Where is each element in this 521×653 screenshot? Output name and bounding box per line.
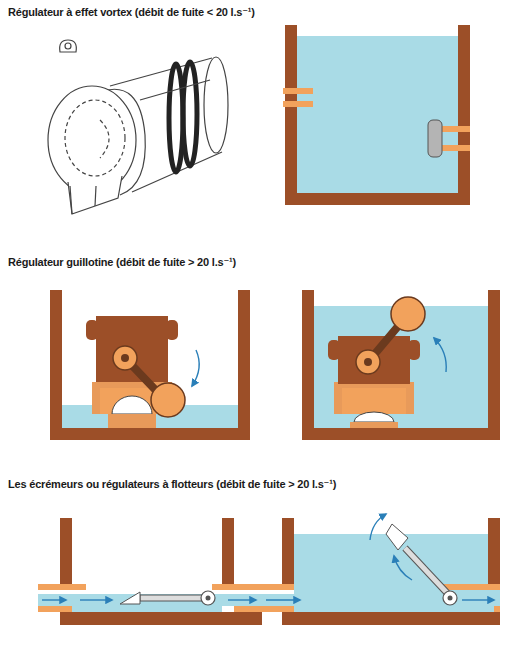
float-tank-high-part — [488, 518, 500, 586]
vortex-tank-part — [283, 88, 313, 94]
vortex-tank-part — [440, 126, 470, 132]
vortex-device — [48, 40, 228, 214]
float-tank-low-part — [201, 591, 215, 605]
guillotine-tank-high-part — [434, 338, 446, 372]
guillotine-tank-low-part — [192, 350, 199, 386]
vortex-device-part — [68, 176, 122, 214]
float-tank-low-part — [222, 594, 262, 606]
float-tank-high-part — [448, 596, 453, 601]
vortex-device-part — [65, 43, 71, 49]
guillotine-tank-high-part — [356, 350, 380, 374]
float-tank-low-part — [42, 599, 66, 600]
guillotine-tank-high-part — [488, 290, 500, 440]
guillotine-tank-high-part — [350, 422, 398, 428]
float-tank-low-part — [72, 594, 222, 614]
guillotine-tank-low-part — [121, 354, 129, 362]
float-tank-high-part — [370, 514, 386, 540]
vortex-tank-part — [283, 101, 313, 107]
guillotine-tank-high — [302, 290, 500, 440]
float-tank-high-part — [386, 524, 408, 550]
section-heading-box: Les écrémeurs ou régulateurs à flotteurs… — [8, 478, 336, 491]
vortex-tank-part — [428, 120, 442, 157]
guillotine-tank-high-part — [338, 336, 410, 384]
float-tank-high-part — [262, 606, 294, 612]
float-tank-low-part — [228, 599, 256, 600]
float-tank-low-part — [38, 584, 86, 590]
guillotine-tank-high-part — [302, 428, 500, 440]
guillotine-tank-high-part — [364, 358, 372, 366]
guillotine-tank-low-part — [96, 316, 168, 382]
float-tank-high — [262, 514, 500, 625]
float-tank-high-part — [494, 606, 500, 612]
guillotine-tank-high-part — [302, 290, 314, 440]
guillotine-tank-low-part — [108, 414, 156, 428]
guillotine-tank-low-part — [50, 428, 250, 440]
float-tank-high-part — [262, 584, 294, 590]
vortex-device-part — [183, 62, 197, 166]
float-tank-high-part — [443, 591, 457, 605]
vortex-tank — [283, 25, 470, 205]
vortex-device-part — [70, 186, 72, 214]
float-tank-low-part — [60, 518, 72, 586]
float-tank-low-part — [38, 594, 72, 606]
section-heading: Régulateur à effet vortex (débit de fuit… — [8, 6, 255, 19]
float-tank-high-part — [266, 599, 300, 600]
vortex-device-part — [140, 80, 210, 100]
float-tank-low-part — [80, 599, 112, 600]
float-tank-low-part — [206, 596, 211, 601]
float-tank-high-part — [282, 612, 500, 625]
vortex-device-part — [65, 100, 125, 176]
guillotine-tank-low-part — [113, 346, 137, 370]
float-tank-high-part — [282, 518, 294, 586]
section-heading: Les écrémeurs ou régulateurs à flotteurs… — [8, 478, 336, 491]
float-tank-high-part — [405, 548, 448, 594]
guillotine-tank-low — [50, 290, 250, 440]
float-tank-high-part — [440, 584, 500, 590]
vortex-tank-part — [458, 25, 470, 205]
guillotine-tank-high-part — [391, 297, 425, 331]
float-tank-high-part — [405, 548, 448, 594]
guillotine-tank-high-part — [354, 412, 394, 422]
vortex-device-part — [60, 40, 77, 52]
vortex-tank-part — [297, 36, 458, 193]
vortex-tank-part — [285, 193, 470, 205]
float-tank-low-part — [212, 584, 262, 590]
vortex-device-part — [204, 57, 228, 153]
vortex-device-part — [48, 86, 136, 194]
float-tank-low — [38, 518, 262, 625]
float-tank-low-part — [234, 606, 262, 612]
float-tank-low-part — [222, 518, 234, 586]
guillotine-tank-high-part — [334, 382, 414, 414]
vortex-device-part — [100, 120, 109, 158]
guillotine-tank-high-part — [342, 388, 406, 414]
guillotine-tank-low-part — [238, 290, 250, 440]
vortex-tank-part — [440, 145, 470, 151]
float-tank-low-part — [120, 592, 140, 604]
float-tank-low-part — [140, 595, 202, 601]
guillotine-tank-low-part — [50, 290, 62, 440]
section-heading-box: Régulateur guillotine (débit de fuite > … — [8, 256, 236, 269]
float-tank-high-part — [394, 556, 412, 580]
section-heading-box: Régulateur à effet vortex (débit de fuit… — [8, 6, 255, 19]
float-tank-high-part — [462, 599, 494, 600]
guillotine-tank-low-part — [151, 383, 185, 417]
vortex-tank-part — [285, 25, 297, 205]
vortex-device-part — [95, 186, 96, 206]
guillotine-tank-low-part — [112, 396, 152, 414]
float-tank-low-part — [60, 612, 262, 625]
section-heading: Régulateur guillotine (débit de fuite > … — [8, 256, 236, 269]
float-tank-low-part — [38, 606, 72, 612]
